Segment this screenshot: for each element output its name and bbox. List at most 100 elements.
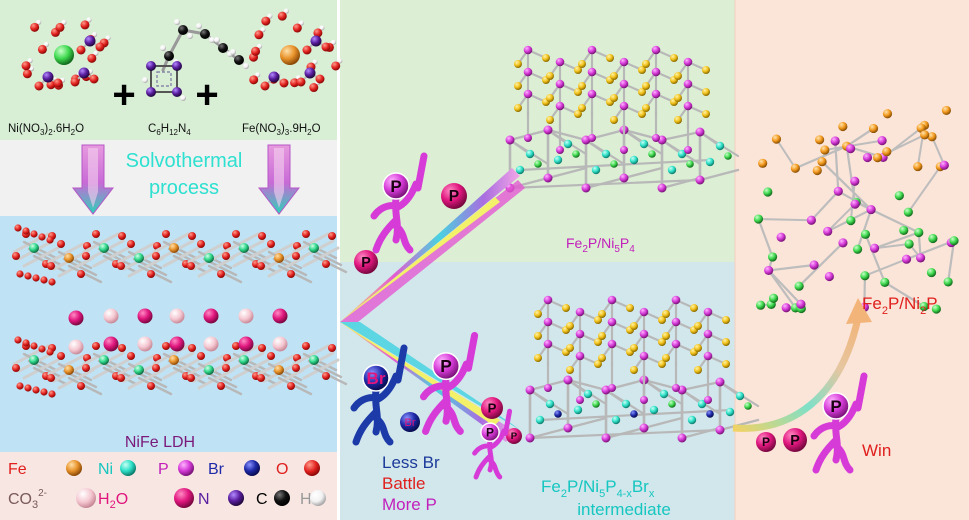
bond: [232, 358, 270, 380]
plus-sign: +: [195, 73, 218, 117]
p-atom: [824, 271, 834, 282]
bond: [292, 344, 330, 366]
ni-atom: [686, 160, 694, 168]
bond: [873, 243, 911, 250]
p-atom: [838, 238, 848, 248]
ni-atom: [535, 415, 545, 425]
p-atom: [543, 295, 553, 305]
p-atom: [619, 173, 629, 183]
ni-atom: [931, 304, 941, 314]
ni-atom: [649, 405, 659, 415]
ni-atom: [572, 150, 580, 158]
h-atom: [230, 49, 236, 55]
legend-label: CO32-: [8, 488, 47, 511]
fe-atom: [882, 109, 893, 119]
o-atom: [32, 274, 40, 282]
legend-swatch: [304, 460, 320, 476]
fe2p-ni2p-label: Fe2P/Ni2P: [862, 294, 938, 317]
bond: [856, 208, 873, 251]
ni-atom: [697, 399, 707, 409]
p-atom: [581, 183, 591, 193]
fe2p-ni2p-structure: [753, 105, 959, 314]
p-atom: [575, 307, 585, 317]
o-atom: [12, 252, 20, 260]
ni-atom: [668, 400, 676, 408]
metal-ion: [54, 45, 74, 65]
bond: [863, 274, 867, 309]
bond: [57, 362, 93, 382]
ni-atom: [591, 165, 601, 175]
ni-atom: [904, 239, 914, 249]
p-atom: [877, 136, 887, 146]
process-title: Solvothermal: [126, 150, 243, 172]
p-atom: [556, 146, 564, 154]
o-atom: [14, 336, 22, 344]
o-atom: [313, 28, 323, 38]
intermediate-word: intermediate: [577, 500, 671, 519]
br-warrior: Br: [350, 344, 408, 446]
svg-text:P: P: [488, 400, 497, 415]
p-atom: [543, 125, 553, 135]
o-atom: [279, 78, 289, 88]
bond: [57, 368, 95, 390]
p-atom: [575, 329, 585, 339]
o-atom: [302, 45, 312, 55]
fe-atom: [534, 310, 542, 318]
o-atom: [302, 230, 310, 238]
interlayer-species: [238, 308, 254, 324]
o-atom: [127, 240, 135, 248]
legend-label: C: [256, 491, 268, 508]
p-atom: [651, 67, 661, 77]
p-atom: [796, 299, 806, 309]
bond: [757, 217, 774, 259]
bond: [528, 426, 570, 440]
p-atom: [683, 57, 693, 67]
legend-swatch: [174, 488, 194, 508]
metal-atom: [274, 253, 284, 263]
ni-atom: [621, 399, 631, 409]
fe-atom: [578, 82, 586, 90]
o-atom: [22, 227, 30, 235]
plus-sign: +: [112, 73, 135, 117]
bond: [820, 160, 873, 211]
fe-atom: [566, 344, 574, 352]
fe-atom: [771, 134, 782, 144]
fe-atom: [702, 66, 710, 74]
o-atom: [57, 352, 65, 360]
o-atom: [261, 16, 271, 26]
h-atom: [267, 13, 273, 19]
ni-atom: [573, 405, 583, 415]
h-atom: [319, 25, 325, 31]
p-atom: [657, 183, 667, 193]
ni-atom: [735, 391, 745, 401]
interlayer-species: [137, 308, 153, 324]
o-atom: [277, 11, 287, 21]
bond: [127, 368, 165, 390]
ni-atom: [767, 252, 778, 262]
svg-text:P: P: [790, 433, 800, 449]
p-atom: [764, 265, 774, 276]
fe-atom: [598, 310, 606, 318]
ni-atom: [744, 402, 752, 410]
fe-atom: [790, 163, 800, 173]
n-atom: [84, 35, 96, 47]
ni-atom: [705, 157, 715, 167]
legend-swatch: [178, 460, 194, 476]
o-atom: [82, 364, 90, 372]
o-atom: [30, 230, 38, 238]
fe-atom: [702, 88, 710, 96]
ni-atom: [860, 229, 871, 239]
bond: [267, 362, 303, 382]
o-atom: [188, 232, 196, 240]
h-atom: [160, 45, 166, 51]
p-atom: [671, 295, 681, 305]
p-atom: [866, 204, 876, 215]
fe-atom: [642, 82, 650, 90]
ni-atom: [725, 407, 735, 417]
fe-atom: [514, 60, 522, 68]
ni-atom: [943, 277, 953, 287]
ni-atom: [715, 141, 725, 151]
h-atom: [36, 19, 42, 25]
